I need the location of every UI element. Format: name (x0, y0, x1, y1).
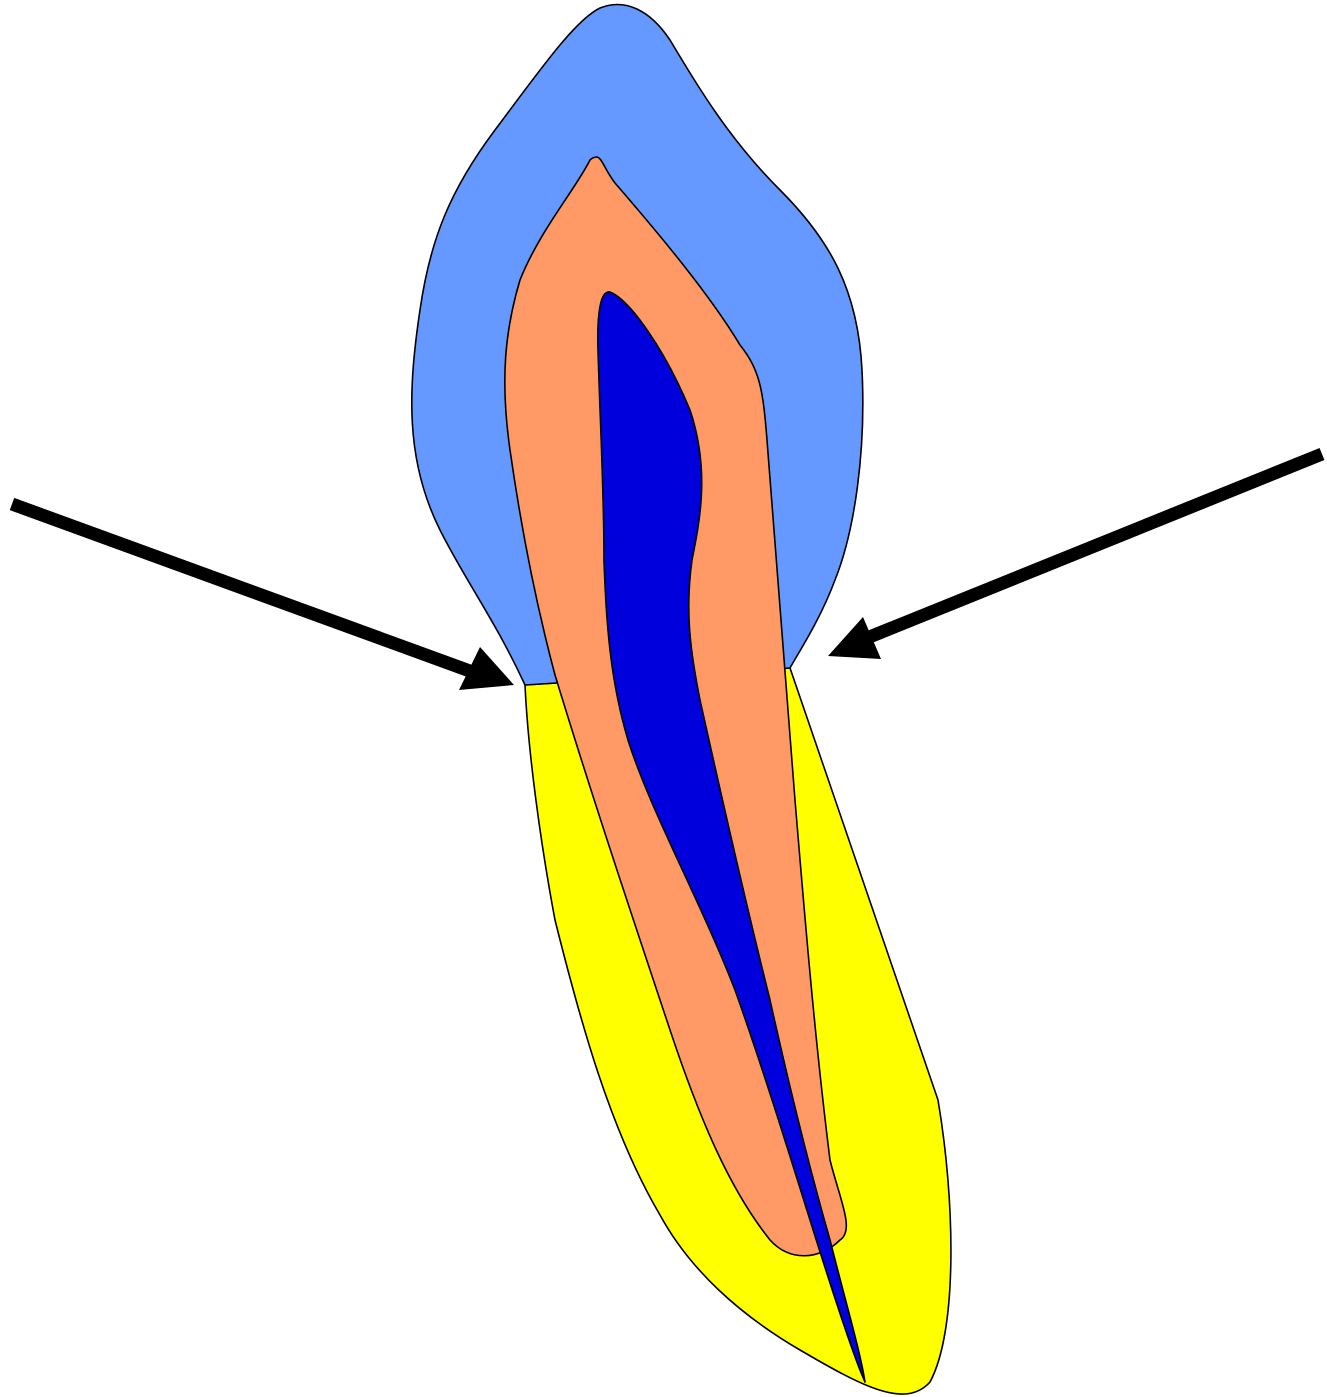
left-arrow (9, 497, 514, 690)
right-arrow-head (828, 617, 881, 659)
right-arrow (828, 447, 1325, 659)
left-arrow-head (459, 647, 514, 690)
pulp-region (597, 291, 866, 1383)
left-arrow-shaft (9, 497, 481, 681)
right-arrow-shaft (859, 447, 1325, 647)
